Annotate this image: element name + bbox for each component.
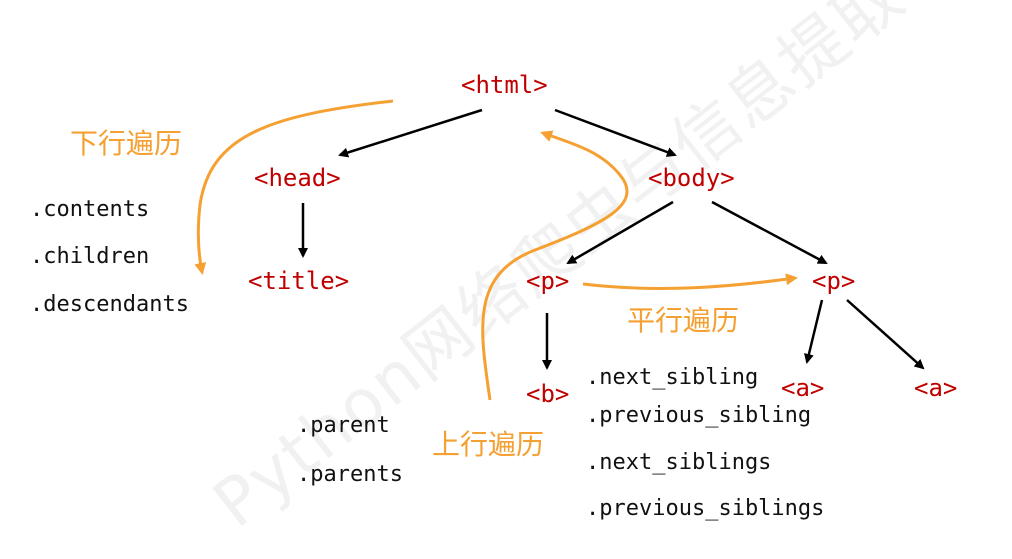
property-children: .children bbox=[30, 244, 150, 269]
node-body: <body> bbox=[648, 164, 735, 192]
property-previous-sibling: .previous_sibling bbox=[586, 403, 812, 428]
edge-p-right-a-left bbox=[804, 299, 824, 364]
property-descendants: .descendants bbox=[30, 292, 189, 317]
edge-body-p-left bbox=[566, 200, 674, 265]
property-next-siblings: .next_siblings bbox=[586, 450, 772, 475]
property-parent: .parent bbox=[297, 413, 390, 438]
upward-traversal-label: 上行遍历 bbox=[432, 428, 545, 461]
node-p-right: <p> bbox=[812, 267, 856, 295]
property-contents: .contents bbox=[30, 197, 150, 222]
parallel-traversal-label: 平行遍历 bbox=[627, 304, 740, 337]
node-title: <title> bbox=[248, 267, 350, 295]
node-head: <head> bbox=[254, 164, 341, 192]
parallel-traversal-arrow bbox=[582, 273, 798, 290]
property-previous-siblings: .previous_siblings bbox=[586, 496, 825, 521]
node-a-right: <a> bbox=[914, 374, 958, 402]
edge-html-head bbox=[338, 108, 483, 158]
node-a-left: <a> bbox=[781, 374, 825, 402]
edge-p-right-a-right bbox=[846, 299, 925, 370]
node-html: <html> bbox=[461, 71, 548, 99]
property-parents: .parents bbox=[297, 462, 403, 487]
edge-body-p-right bbox=[711, 200, 828, 265]
downward-traversal-arrow bbox=[194, 99, 394, 275]
edge-html-body bbox=[554, 108, 677, 157]
node-p-left: <p> bbox=[526, 267, 570, 295]
downward-traversal-label: 下行遍历 bbox=[70, 127, 183, 160]
node-b: <b> bbox=[526, 380, 570, 408]
property-next-sibling: .next_sibling bbox=[586, 365, 759, 390]
upward-traversal-arrow bbox=[481, 130, 629, 401]
